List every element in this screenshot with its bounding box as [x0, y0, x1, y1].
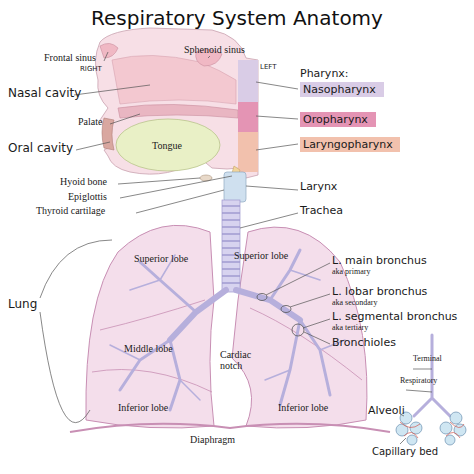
- structure-label: Lung: [8, 298, 37, 311]
- structure-label: Bronchioles: [332, 337, 396, 349]
- structure-label: Pharynx:: [300, 68, 349, 80]
- structure-label: Sphenoid sinus: [184, 44, 245, 55]
- structure-label: Frontal sinus: [44, 52, 96, 63]
- diagram-title: Respiratory System Anatomy: [0, 6, 474, 30]
- structure-label: Middle lobe: [124, 343, 173, 354]
- structure-label: Palate: [78, 116, 102, 127]
- pharynx-region-box: Nasopharynx: [300, 82, 384, 97]
- structure-label: Superior lobe: [134, 253, 188, 264]
- structure-label: Respiratory: [400, 377, 437, 386]
- pharynx-region-box: Laryngopharynx: [300, 137, 400, 152]
- structure-label: aka primary: [332, 268, 370, 277]
- structure-label: Tongue: [152, 140, 182, 151]
- structure-label: Nasal cavity: [8, 87, 81, 100]
- region-label: Oropharynx: [303, 113, 368, 126]
- structure-label: Inferior lobe: [118, 402, 168, 413]
- structure-label: aka secondary: [332, 299, 378, 308]
- structure-label: L. main bronchus: [332, 255, 427, 267]
- structure-label: Capillary bed: [372, 446, 438, 457]
- structure-label: RIGHT: [80, 66, 102, 74]
- structure-label: Alveoli: [368, 405, 405, 417]
- region-label: Nasopharynx: [303, 83, 376, 96]
- structure-label: Trachea: [300, 205, 343, 217]
- pharynx-region-box: Oropharynx: [300, 112, 376, 127]
- structure-label: L. segmental bronchus: [332, 311, 457, 323]
- structure-label: Terminal: [413, 355, 442, 364]
- structure-label: L. lobar bronchus: [332, 286, 427, 298]
- structure-label: Superior lobe: [234, 250, 288, 261]
- structure-label: Epiglottis: [68, 191, 107, 202]
- structure-label: Hyoid bone: [60, 176, 107, 187]
- structure-label: Larynx: [300, 181, 337, 193]
- structure-label: aka tertiary: [332, 324, 368, 333]
- structure-label: Thyroid cartilage: [36, 205, 105, 216]
- structure-label: LEFT: [260, 64, 277, 72]
- structure-label: Inferior lobe: [278, 402, 328, 413]
- structure-label: Diaphragm: [190, 434, 235, 445]
- region-label: Laryngopharynx: [303, 138, 393, 151]
- structure-label: Cardiac notch: [220, 349, 262, 371]
- structure-label: Oral cavity: [8, 142, 73, 155]
